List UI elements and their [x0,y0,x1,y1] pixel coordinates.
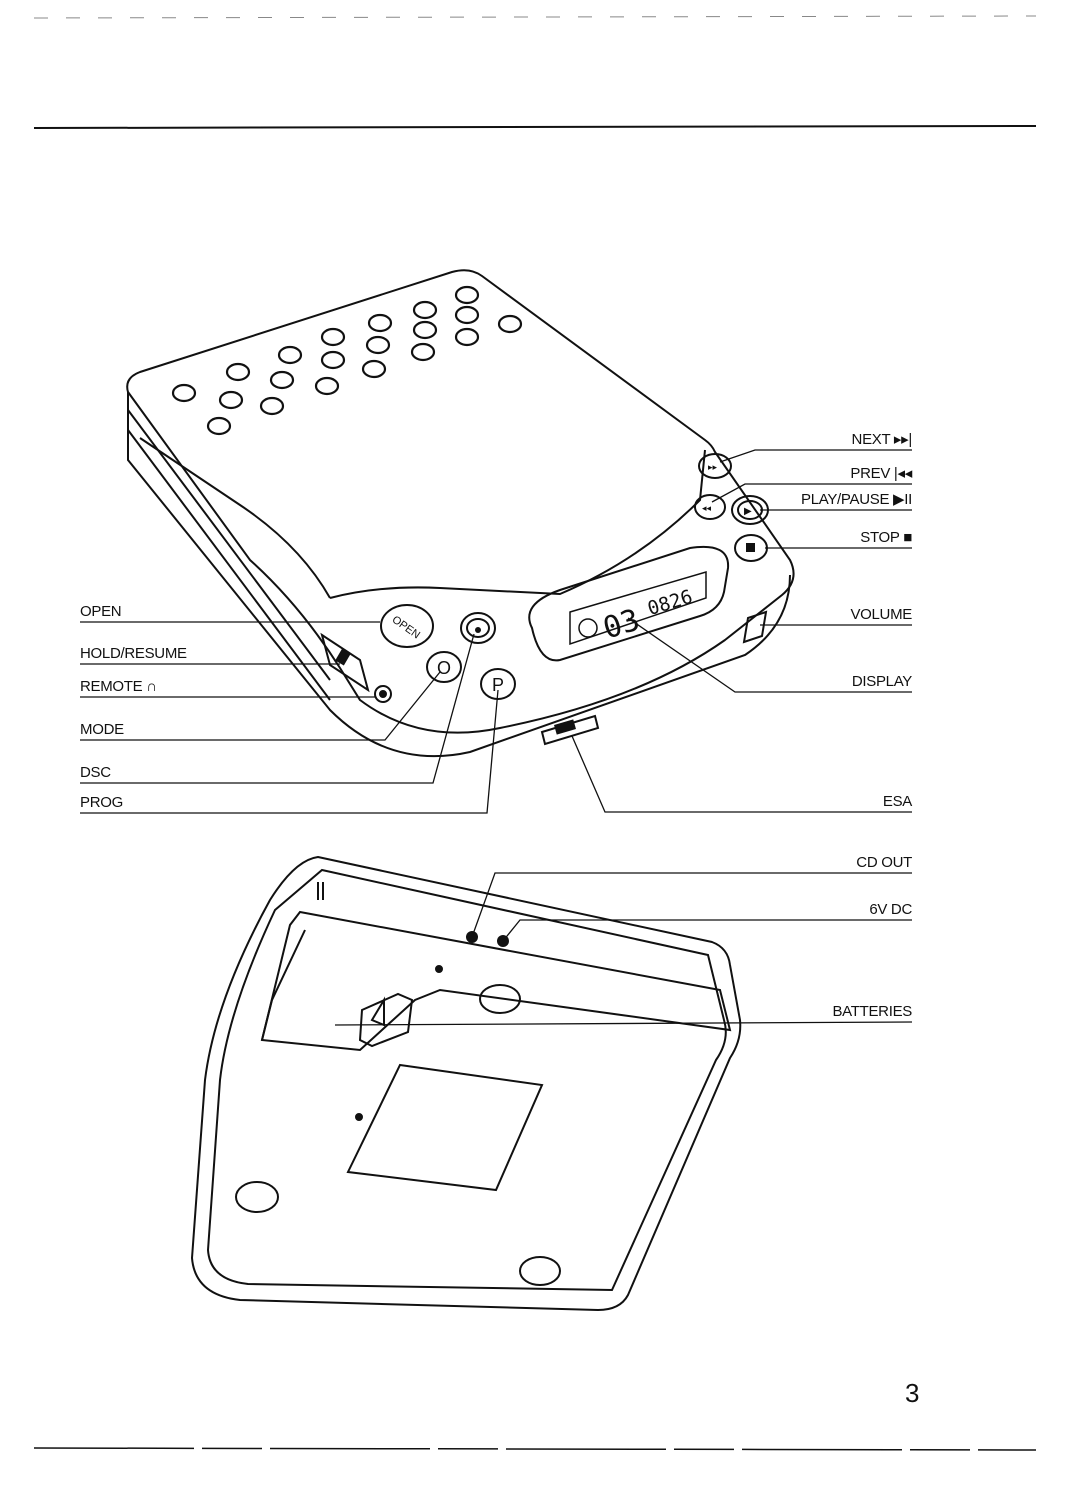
leader-prog [80,689,499,814]
label-cd-out: CD OUT [856,854,912,871]
bottom-outline [190,855,742,1312]
label-open: OPEN [80,603,122,620]
leader-prev [711,483,912,503]
battery-latch [358,992,414,1048]
label-esa: ESA [882,793,912,810]
mode-button[interactable]: O [426,651,462,683]
open-button-label: OPEN [390,614,422,642]
label-stop: STOP ■ [860,529,912,546]
label-display: DISPLAY [851,673,912,690]
esa-switch[interactable] [540,714,600,746]
label-next: NEXT ▸▸| [851,431,913,448]
label-prev: PREV |◂◂ [850,465,912,482]
label-mode: MODE [80,721,124,738]
player-top-view [126,269,795,758]
leader-dsc [80,633,475,784]
player-bottom-view [190,855,742,1312]
label-dc-in: 6V DC [869,901,912,918]
label-volume: VOLUME [850,606,912,623]
leader-next [719,449,912,463]
page-number: 3 [905,1378,920,1408]
disc-indicator-icon [578,618,598,638]
svg-text:◂◂: ◂◂ [702,503,712,513]
leader-cd-out [471,872,912,938]
prog-button[interactable]: P [480,668,516,700]
leader-lines [80,449,913,1026]
top-rule [33,15,1037,129]
next-button[interactable]: ▸▸ [698,453,732,479]
label-dsc: DSC [80,764,111,781]
remote-jack[interactable] [374,685,392,703]
hold-resume-switch[interactable] [320,632,370,693]
leader-batteries [334,1021,913,1026]
label-play-pause: PLAY/PAUSE ▶II [801,491,912,508]
display-bezel [528,546,730,662]
prev-button[interactable]: ◂◂ [694,494,726,520]
stop-button[interactable] [734,534,768,562]
lcd-display: 03 0826 [578,586,695,647]
prog-button-symbol: P [492,675,504,695]
dsc-button[interactable] [460,612,496,644]
leader-esa [571,735,912,813]
svg-text:▸▸: ▸▸ [708,462,718,472]
leader-mode [80,671,441,741]
open-button[interactable]: OPEN [380,604,434,648]
top-surface [126,269,795,734]
label-remote: REMOTE ∩ [80,678,157,695]
label-hold-resume: HOLD/RESUME [80,645,187,662]
leader-dc [502,919,912,942]
lcd-time: 0826 [645,586,695,620]
bottom-rule [33,1447,1037,1451]
mode-button-symbol: O [437,658,451,678]
label-batteries: BATTERIES [832,1003,912,1020]
speaker-grille [171,285,523,436]
leader-display [627,617,912,693]
label-prog: PROG [80,794,123,811]
svg-text:▶: ▶ [744,506,752,517]
volume-wheel[interactable] [742,610,768,644]
